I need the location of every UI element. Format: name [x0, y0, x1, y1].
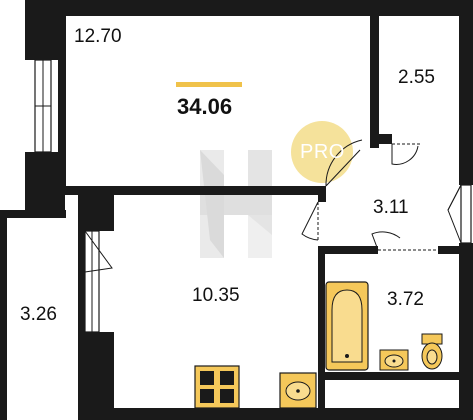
room-area-balcony: 3.26: [20, 304, 57, 325]
room-area-kitchen: 10.35: [192, 285, 240, 306]
wall-top: [25, 0, 473, 16]
window-kitchen: [84, 230, 113, 333]
window-right: [447, 184, 472, 244]
total-area-underline: [176, 82, 242, 87]
room-area-living: 12.70: [74, 26, 122, 47]
door-living: [325, 139, 363, 187]
wall-storage-bottom: [370, 134, 392, 144]
wall-balcony-left: [0, 210, 7, 420]
wall-right-lower: [459, 243, 473, 420]
wall-hall-left: [318, 190, 326, 202]
wall-living-bottom: [58, 186, 326, 195]
wall-kitchen-left-line: [78, 195, 85, 420]
sink-icon: [279, 372, 317, 409]
room-area-hall: 3.11: [373, 197, 409, 218]
wall-balcony-top: [0, 210, 66, 218]
door-storage: [391, 143, 422, 165]
brand-logo-watermark: [200, 150, 272, 258]
wall-hall-bottom-right: [438, 246, 468, 254]
washbasin-icon: [379, 349, 409, 371]
wall-bath-bottom: [318, 372, 473, 380]
wall-hall-bottom: [318, 246, 378, 254]
wall-bottom: [78, 408, 473, 420]
total-area-label: 34.06: [177, 94, 233, 119]
toilet-icon: [421, 333, 443, 370]
room-area-bathroom: 3.72: [387, 289, 424, 310]
room-area-storage: 2.55: [398, 67, 435, 88]
wall-living-left: [58, 14, 66, 190]
wall-bath-left: [318, 246, 325, 420]
door-kitchen: [301, 201, 319, 241]
pro-watermark-circle: [291, 121, 353, 183]
wall-right-upper: [459, 0, 473, 185]
door-entrance: [447, 184, 462, 211]
door-bathroom: [371, 231, 438, 251]
bathtub-icon: [325, 281, 369, 371]
window-living: [34, 59, 52, 153]
wall-storage-left: [370, 14, 379, 148]
stove-icon: [194, 365, 240, 409]
pro-watermark-text: PRO: [300, 141, 345, 163]
